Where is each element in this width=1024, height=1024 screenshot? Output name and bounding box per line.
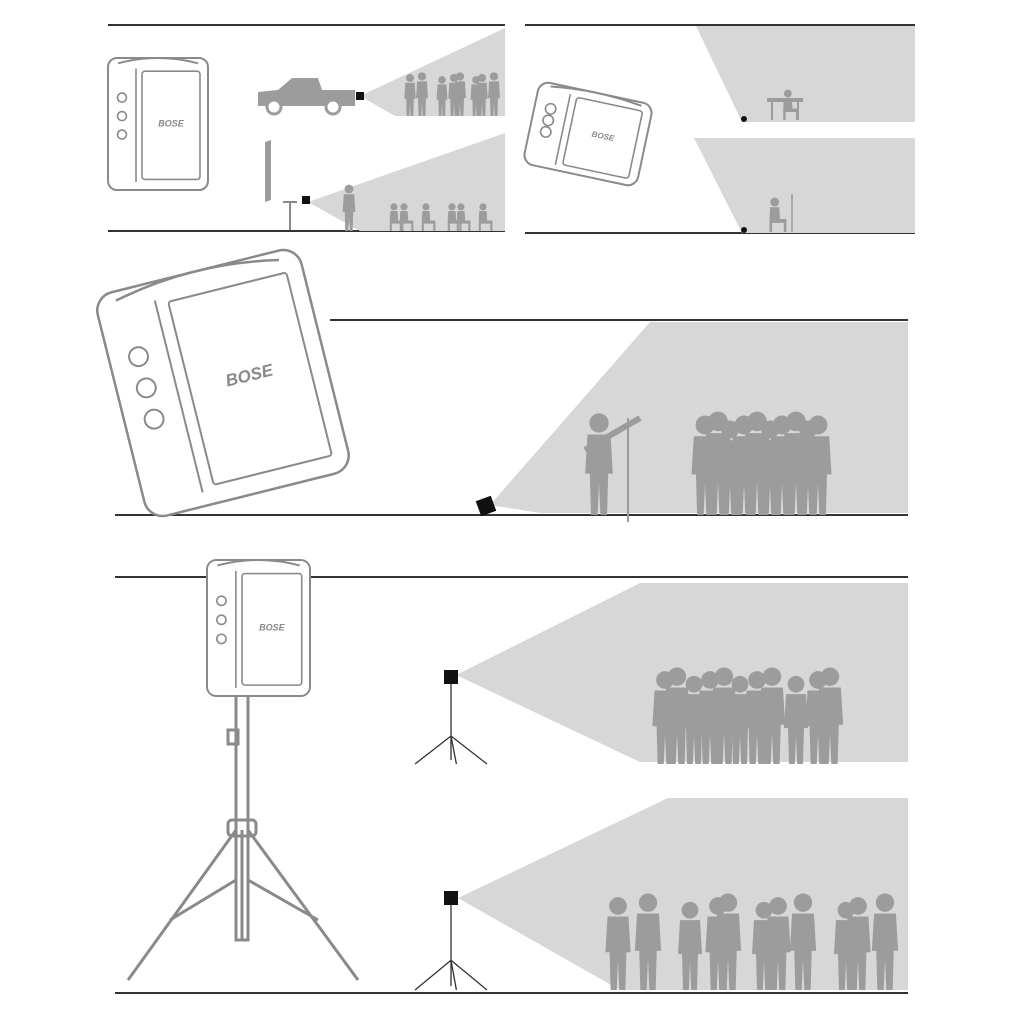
keyboard-player: [767, 89, 803, 120]
speaker-mark: [741, 116, 747, 122]
speaker-upright-on-stand: BOSE: [206, 559, 311, 697]
speaker-mark: [444, 670, 458, 684]
stand-leg: [450, 735, 488, 765]
speaker-panel-edge: [554, 94, 572, 166]
brand-logo: BOSE: [259, 623, 286, 633]
panel-pole-mounted: BOSE: [115, 559, 908, 994]
pickup-truck-icon: [258, 78, 355, 116]
speaker-mark: [444, 891, 458, 905]
truck-wheel: [265, 98, 283, 116]
speaker-grille: [562, 97, 643, 179]
small-tripod-stand: [414, 905, 488, 991]
control-knob-icon: [116, 129, 128, 140]
speaker-grille: [141, 70, 201, 181]
control-knob-icon: [542, 114, 555, 127]
control-knob-icon: [544, 102, 557, 115]
guitar-neck: [583, 415, 642, 453]
speaker-mark: [475, 495, 497, 517]
control-knob-icon: [128, 346, 149, 368]
panel-tailgate-and-cafe: BOSE: [107, 24, 505, 232]
panel-monitor-mode: BOSE: [523, 24, 915, 234]
sound-cone: [360, 28, 505, 116]
speaker-top-handle: [115, 258, 279, 302]
guitarist-performer: [583, 413, 642, 522]
stand-brace: [169, 878, 237, 922]
speaker-top-handle: [217, 559, 300, 567]
stand-leg: [450, 959, 488, 991]
speaker-mark: [302, 196, 310, 204]
stand-leg: [414, 735, 452, 765]
keyboard-icon: [767, 98, 803, 102]
speaker-mark: [741, 227, 747, 233]
control-knob-icon: [215, 595, 227, 607]
stand-leg: [450, 960, 458, 991]
speaker-mark: [356, 92, 364, 100]
control-knob-icon: [215, 633, 227, 645]
control-knob-icon: [215, 614, 227, 626]
speaker-top-handle: [117, 57, 199, 65]
speaker-large-product: BOSE: [96, 248, 350, 518]
stand-leg: [126, 829, 238, 981]
sound-cone: [694, 138, 915, 233]
control-knob-icon: [143, 408, 165, 430]
small-tripod-stand: [414, 684, 488, 765]
stand-leg: [414, 959, 452, 991]
control-knob-icon: [539, 125, 552, 138]
stand-leg: [450, 735, 458, 765]
stand-leg: [246, 829, 360, 981]
speaker-body: [523, 81, 653, 187]
speaker-upright-product: BOSE: [107, 57, 209, 191]
stand-brace: [247, 878, 319, 922]
wall-screen: [265, 140, 271, 202]
brand-logo: BOSE: [158, 119, 185, 129]
stand-knob: [226, 728, 240, 746]
sound-cone: [696, 26, 915, 122]
control-knob-icon: [135, 377, 157, 399]
truck-wheel: [324, 98, 342, 116]
speaker-grille: [167, 272, 333, 486]
standing-crowd: [691, 411, 832, 515]
large-speaker-stand: [126, 693, 360, 981]
panel-tilted-floor-monitor: BOSE: [96, 248, 908, 522]
sound-cone: [308, 133, 505, 231]
control-knob-icon: [116, 110, 128, 122]
control-knob-icon: [116, 92, 128, 103]
speaker-panel-edge: [153, 300, 204, 493]
speaker-grille: [241, 572, 303, 686]
speaker-top-handle: [550, 85, 642, 107]
speaker-tilted-product: BOSE: [523, 81, 653, 187]
